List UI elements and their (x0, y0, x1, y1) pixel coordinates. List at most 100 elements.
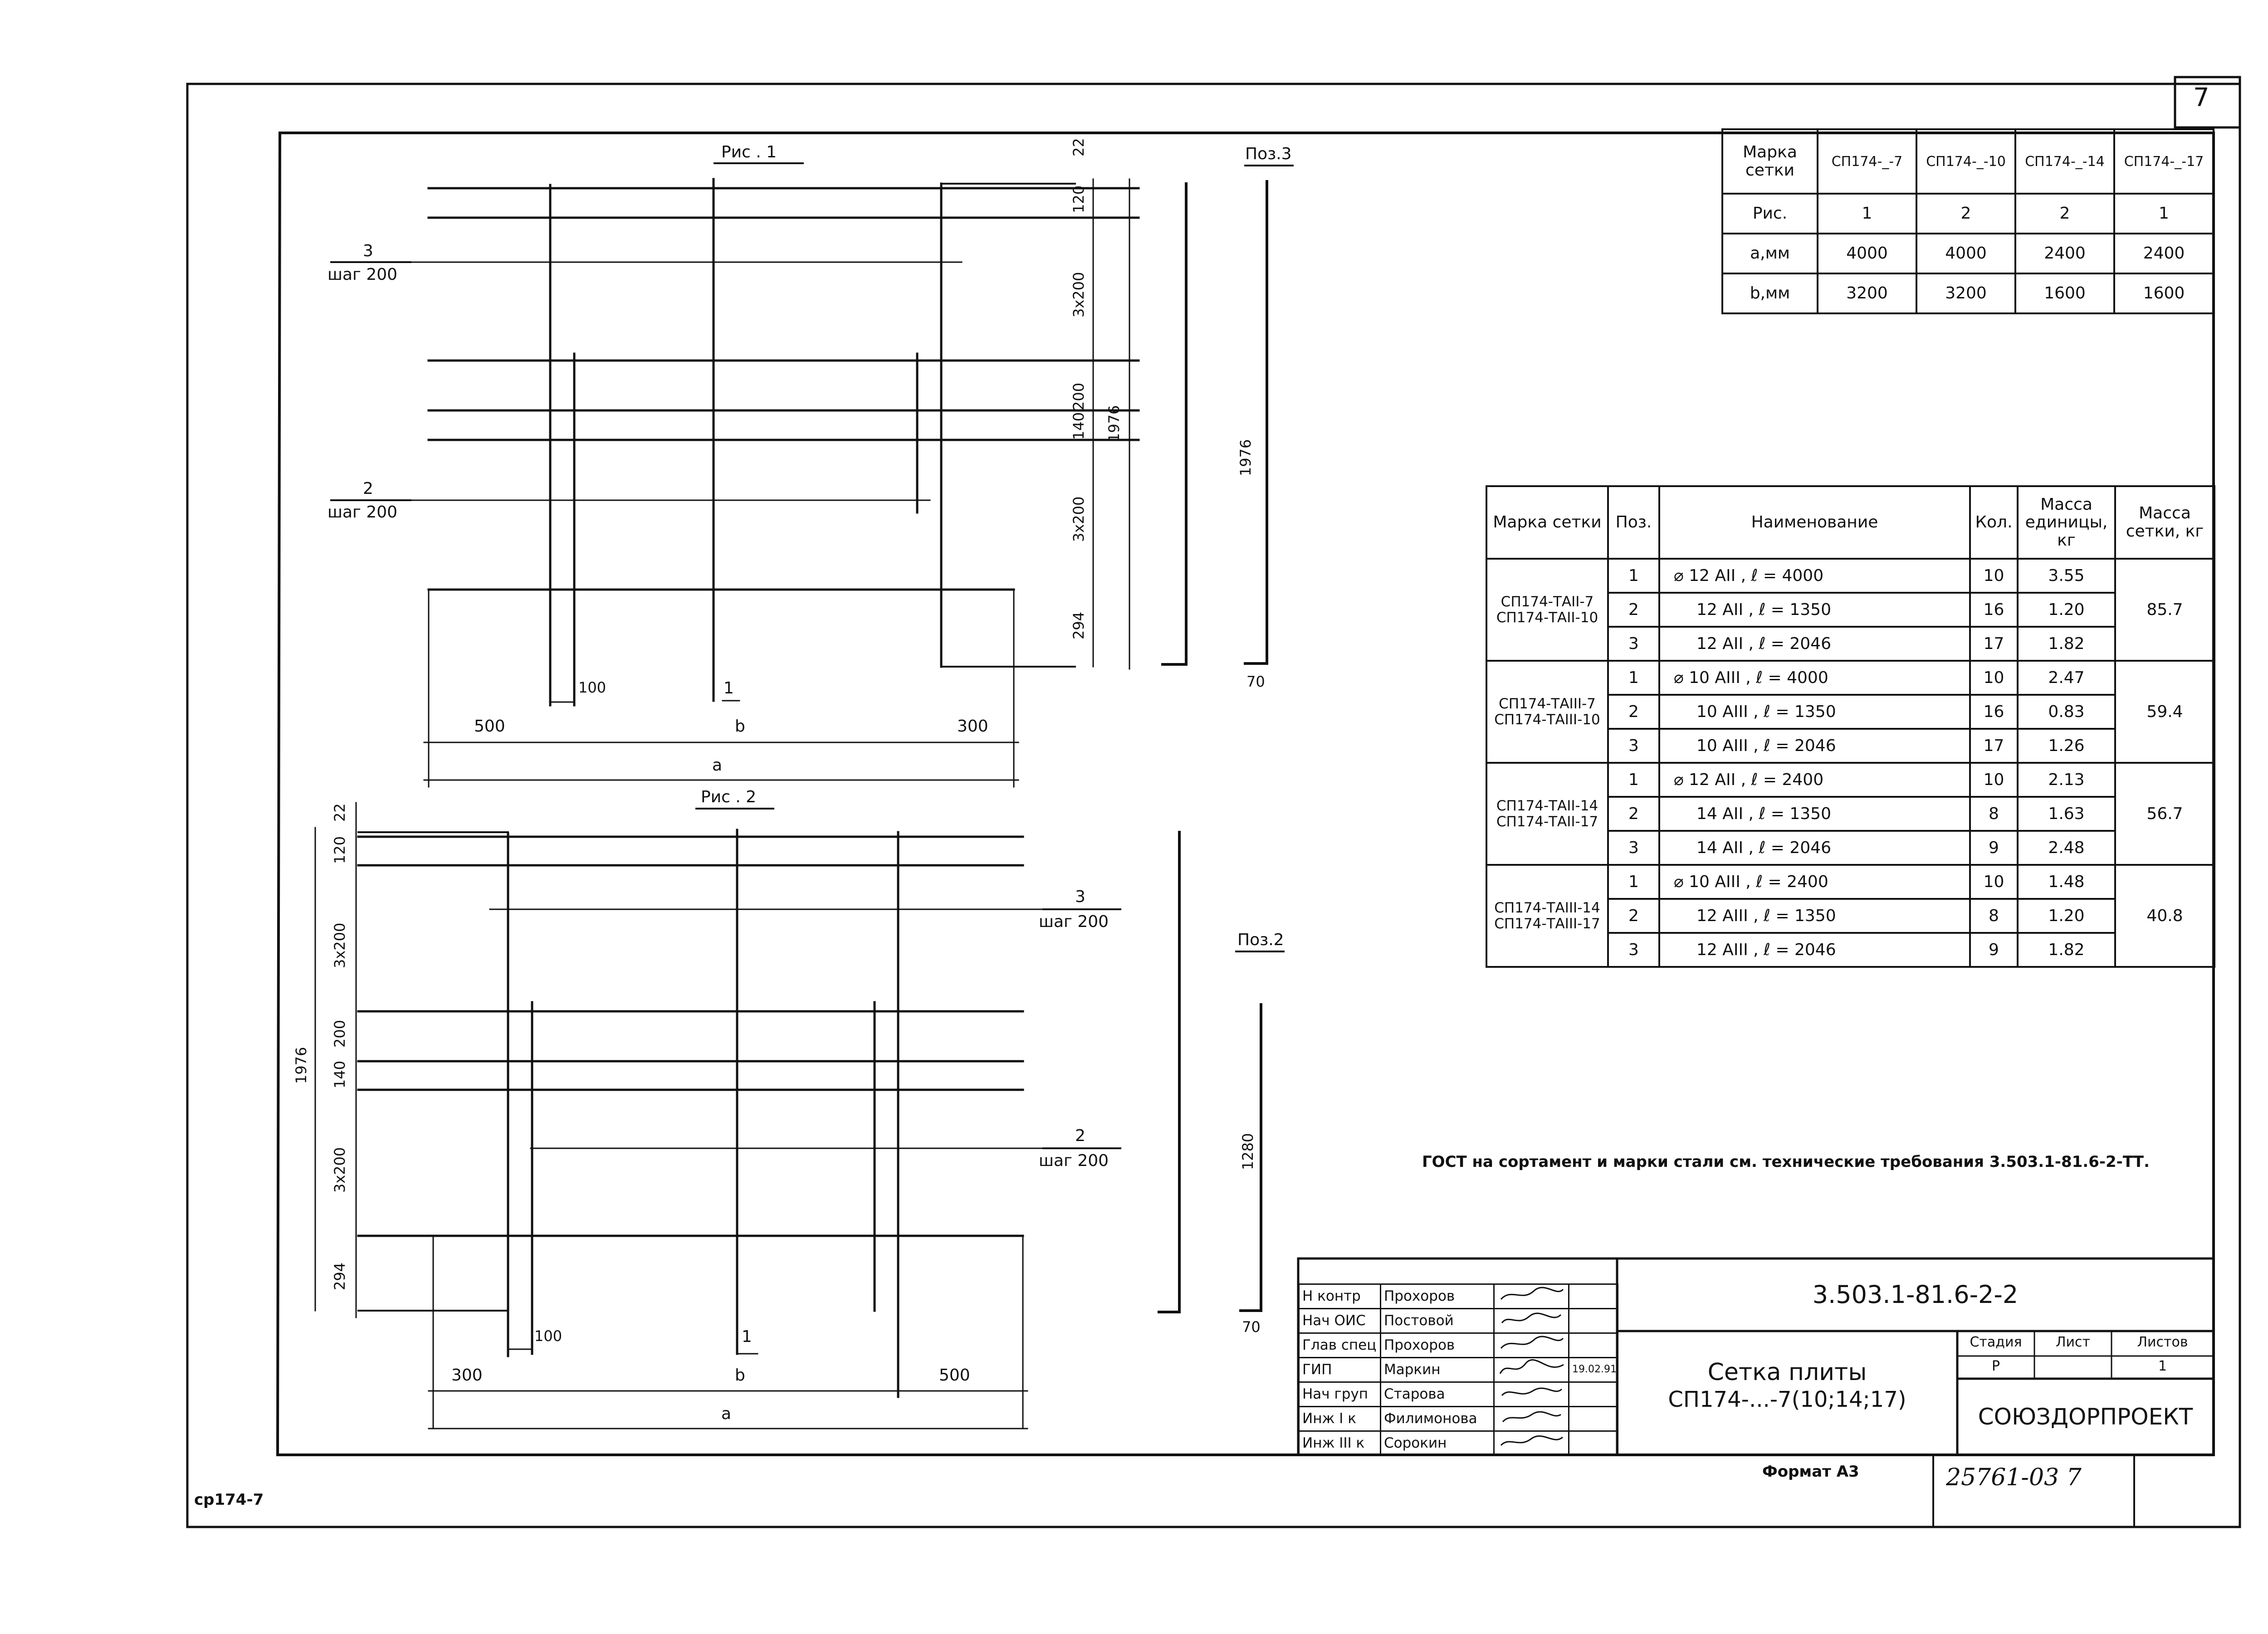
fig2-drawing (314, 802, 1121, 1429)
tb-role: Нач груп (1298, 1381, 1381, 1407)
spec-name: 10 АIII , ℓ = 1350 (1658, 694, 1971, 730)
spec-qty: 10 (1969, 762, 2019, 798)
marks-cell: а,мм (1721, 233, 1818, 274)
marks-cell: 4000 (1817, 233, 1917, 274)
fig2-dim-500: 500 (939, 1366, 970, 1385)
marks-cell: b,мм (1721, 273, 1818, 314)
tb-date (1568, 1283, 1618, 1309)
fig2-dim-22: 22 (331, 803, 348, 822)
sheet-header: Лист (2055, 1334, 2091, 1350)
spec-name: 14 АII , ℓ = 1350 (1658, 796, 1971, 832)
tb-date (1568, 1381, 1618, 1407)
spec-group-mark: СП174-ТАIII-14 СП174-ТАIII-17 (1486, 864, 1609, 968)
spec-name: 10 АIII , ℓ = 2046 (1658, 728, 1971, 764)
fig2-dim-1976: 1976 (293, 1047, 310, 1084)
fig1-dim-3x200b: 3х200 (1070, 496, 1087, 542)
tb-role: Инж I к (1298, 1406, 1381, 1432)
page-number-box (2174, 76, 2241, 129)
fig1-dim-140: 140 (1070, 412, 1087, 440)
spec-header-total-mass: Масса сетки, кг (2114, 485, 2215, 560)
fig2-dim-a: a (721, 1405, 732, 1423)
spec-group-mark: СП174-ТАII-14 СП174-ТАII-17 (1486, 762, 1609, 866)
page-number: 7 (2193, 83, 2209, 112)
spec-unit-mass: 3.55 (2017, 558, 2116, 594)
spec-pos: 3 (1607, 932, 1660, 968)
spec-name: 14 АII , ℓ = 2046 (1658, 830, 1971, 866)
tb-signature (1493, 1357, 1569, 1383)
fig1-dim-22: 22 (1070, 138, 1087, 156)
pos2-title: Поз.2 (1237, 931, 1284, 949)
tb-signature (1493, 1430, 1569, 1456)
spec-qty: 9 (1969, 932, 2019, 968)
tb-role: Н контр (1298, 1283, 1381, 1309)
spec-name: 12 АIII , ℓ = 1350 (1658, 898, 1971, 934)
spec-unit-mass: 1.82 (2017, 626, 2116, 662)
spec-total-mass: 56.7 (2114, 762, 2215, 866)
spec-unit-mass: 1.82 (2017, 932, 2116, 968)
doc-code: 3.503.1-81.6-2-2 (1812, 1280, 2019, 1309)
outer-frame (186, 83, 2241, 1528)
tb-date (1568, 1308, 1618, 1334)
doc-title-line2: СП174-...-7(10;14;17) (1668, 1387, 1906, 1412)
fig1-dim-120: 120 (1070, 185, 1087, 213)
spec-header-mark: Марка сетки (1486, 485, 1609, 560)
fig1-dim-500: 500 (474, 717, 505, 736)
fig1-label-2-step: шаг 200 (327, 503, 398, 522)
spec-pos: 2 (1607, 898, 1660, 934)
spec-unit-mass: 1.20 (2017, 592, 2116, 628)
marks-cell: 2 (1916, 193, 2016, 234)
inner-frame (276, 131, 2215, 1456)
marks-header-cell: Марка сетки (1721, 128, 1818, 195)
marks-table: Марка сетки СП174-_-7 СП174-_-10 СП174-_… (1721, 128, 2214, 314)
tb-role: ГИП (1298, 1357, 1381, 1383)
spec-total-mass: 59.4 (2114, 660, 2215, 764)
tb-date (1568, 1430, 1618, 1456)
fig2-title: Рис . 2 (701, 788, 757, 806)
marks-cell: 2400 (2113, 233, 2214, 274)
fig1-dim-b: b (735, 717, 745, 736)
fig1-title: Рис . 1 (721, 143, 777, 161)
spec-name: ⌀ 10 АIII , ℓ = 4000 (1658, 660, 1971, 696)
fig1-label-3-step: шаг 200 (327, 265, 398, 284)
fig1-dim-100: 100 (578, 679, 606, 696)
spec-unit-mass: 1.20 (2017, 898, 2116, 934)
pos2-length: 1280 (1239, 1133, 1256, 1170)
tb-signature (1493, 1283, 1569, 1309)
spec-qty: 10 (1969, 660, 2019, 696)
fig1-dim-a: a (712, 756, 723, 775)
marks-header-cell: СП174-_-17 (2113, 128, 2214, 195)
spec-qty: 10 (1969, 864, 2019, 900)
spec-qty: 8 (1969, 898, 2019, 934)
fig1-dim-294: 294 (1070, 611, 1087, 639)
spec-pos: 2 (1607, 796, 1660, 832)
tb-person: Маркин (1380, 1357, 1495, 1383)
tb-date (1568, 1406, 1618, 1432)
spec-qty: 16 (1969, 592, 2019, 628)
pos-bars (1158, 165, 1294, 1313)
fig2-dim-120: 120 (331, 836, 348, 864)
spec-qty: 10 (1969, 558, 2019, 594)
tb-person: Старова (1380, 1381, 1495, 1407)
pos3-length: 1976 (1237, 439, 1254, 476)
fig1-dim-1976: 1976 (1105, 405, 1123, 442)
spec-header-pos: Поз. (1607, 485, 1660, 560)
fig2-label-1: 1 (742, 1327, 752, 1346)
fig2-dim-b: b (735, 1366, 745, 1385)
spec-qty: 16 (1969, 694, 2019, 730)
marks-cell: 1 (1817, 193, 1917, 234)
stage-value: Р (1991, 1358, 2000, 1374)
sheets-value: 1 (2158, 1358, 2167, 1374)
spec-name: 12 АII , ℓ = 2046 (1658, 626, 1971, 662)
left-stamp: ср174-7 (194, 1491, 264, 1509)
fig2-dim-200: 200 (331, 1019, 348, 1048)
fig1-dim-300: 300 (957, 717, 988, 736)
fig2-dim-294: 294 (331, 1262, 348, 1290)
marks-cell: 1600 (2113, 273, 2214, 314)
spec-unit-mass: 2.48 (2017, 830, 2116, 866)
marks-cell: 1600 (2014, 273, 2115, 314)
spec-total-mass: 85.7 (2114, 558, 2215, 662)
fig2-dim-140: 140 (331, 1060, 348, 1088)
spec-header-name: Наименование (1658, 485, 1971, 560)
fig2-label-3-step: шаг 200 (1039, 912, 1109, 931)
